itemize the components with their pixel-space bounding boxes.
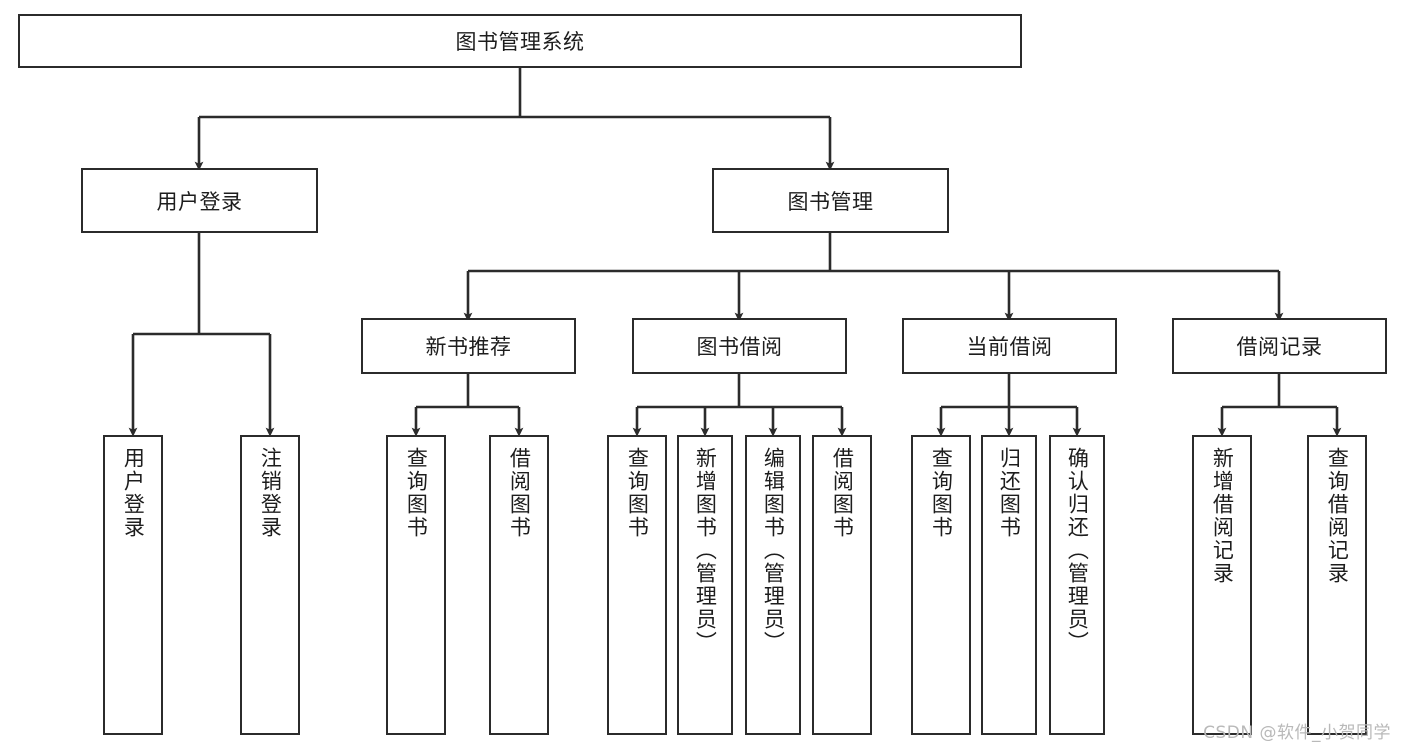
node-book-management[interactable]: 图书管理 (712, 168, 949, 233)
node-label: 新增图书（管理员） (693, 447, 718, 654)
node-label: 图书管理系统 (455, 30, 585, 54)
node-label: 查询图书 (625, 447, 650, 539)
node-borrow-record[interactable]: 借阅记录 (1172, 318, 1387, 374)
node-label: 借阅图书 (507, 447, 532, 539)
leaf-current-borrow-confirm-return-admin[interactable]: 确认归还（管理员） (1049, 435, 1105, 735)
node-label: 归还图书 (997, 447, 1022, 539)
leaf-borrow-record-add-record[interactable]: 新增借阅记录 (1192, 435, 1252, 735)
leaf-new-book-query-book[interactable]: 查询图书 (386, 435, 446, 735)
node-root-system[interactable]: 图书管理系统 (18, 14, 1022, 68)
node-label: 编辑图书（管理员） (761, 447, 786, 654)
leaf-book-borrow-borrow-book[interactable]: 借阅图书 (812, 435, 872, 735)
node-label: 图书借阅 (696, 335, 783, 359)
node-label: 用户登录 (121, 447, 146, 539)
node-label: 查询借阅记录 (1325, 447, 1350, 585)
node-label: 借阅记录 (1236, 335, 1323, 359)
leaf-current-borrow-return-book[interactable]: 归还图书 (981, 435, 1037, 735)
node-current-borrow[interactable]: 当前借阅 (902, 318, 1117, 374)
node-book-borrow[interactable]: 图书借阅 (632, 318, 847, 374)
node-label: 查询图书 (404, 447, 429, 539)
leaf-user-login-logout[interactable]: 注销登录 (240, 435, 300, 735)
leaf-book-borrow-add-book-admin[interactable]: 新增图书（管理员） (677, 435, 733, 735)
leaf-new-book-borrow-book[interactable]: 借阅图书 (489, 435, 549, 735)
node-label: 图书管理 (787, 189, 874, 214)
leaf-current-borrow-query-book[interactable]: 查询图书 (911, 435, 971, 735)
node-label: 用户登录 (156, 189, 243, 214)
leaf-book-borrow-edit-book-admin[interactable]: 编辑图书（管理员） (745, 435, 801, 735)
node-label: 查询图书 (929, 447, 954, 539)
node-label: 注销登录 (258, 447, 283, 539)
node-label: 新书推荐 (425, 335, 512, 359)
watermark: CSDN @软件_小贺同学 (1203, 723, 1391, 743)
node-new-book-recommend[interactable]: 新书推荐 (361, 318, 576, 374)
node-label: 新增借阅记录 (1210, 447, 1235, 585)
leaf-book-borrow-query-book[interactable]: 查询图书 (607, 435, 667, 735)
node-user-login[interactable]: 用户登录 (81, 168, 318, 233)
node-label: 当前借阅 (966, 335, 1053, 359)
leaf-user-login-login[interactable]: 用户登录 (103, 435, 163, 735)
node-label: 确认归还（管理员） (1065, 447, 1090, 654)
leaf-borrow-record-query-record[interactable]: 查询借阅记录 (1307, 435, 1367, 735)
node-label: 借阅图书 (830, 447, 855, 539)
